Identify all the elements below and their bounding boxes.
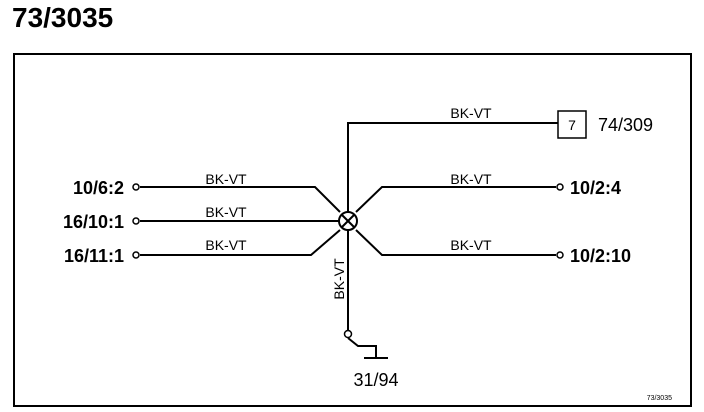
wire-right-1	[355, 186, 556, 213]
terminal-left-2-label: 16/10:1	[63, 212, 124, 232]
wire-label-left-3: BK-VT	[205, 237, 247, 253]
wire-ground	[347, 230, 388, 359]
terminal-left-3-label: 16/11:1	[64, 246, 124, 266]
wire-label-vertical: BK-VT	[331, 258, 347, 300]
ground-label: 31/94	[353, 370, 398, 390]
wire-label-top: BK-VT	[450, 105, 492, 121]
wire-left-1	[140, 186, 341, 213]
terminal-left-3-dot	[132, 251, 140, 259]
wire-label-right-2: BK-VT	[450, 237, 492, 253]
footer-code: 73/3035	[647, 395, 672, 402]
terminal-ground-dot	[343, 329, 353, 339]
terminal-left-1-dot	[132, 183, 140, 191]
wire-right-2	[355, 229, 556, 256]
terminal-right-2-label: 10/2:10	[570, 246, 631, 266]
wire-left-3	[140, 229, 341, 256]
connector-box	[557, 110, 587, 139]
connector-name-label: 74/309	[598, 115, 653, 135]
terminal-left-1-label: 10/6:2	[73, 178, 124, 198]
terminal-left-2-dot	[132, 217, 140, 225]
wire-label-left-1: BK-VT	[205, 171, 247, 187]
wire-label-right-1: BK-VT	[450, 171, 492, 187]
diagram-frame	[13, 53, 692, 407]
terminal-right-1-label: 10/2:4	[570, 178, 621, 198]
page-title: 73/3035	[12, 2, 114, 33]
terminal-right-1-dot	[556, 183, 564, 191]
terminal-right-2-dot	[556, 251, 564, 259]
connector-pin-label: 7	[568, 117, 576, 133]
wire-top	[347, 122, 558, 212]
wire-label-left-2: BK-VT	[205, 204, 247, 220]
splice-icon	[338, 211, 358, 231]
